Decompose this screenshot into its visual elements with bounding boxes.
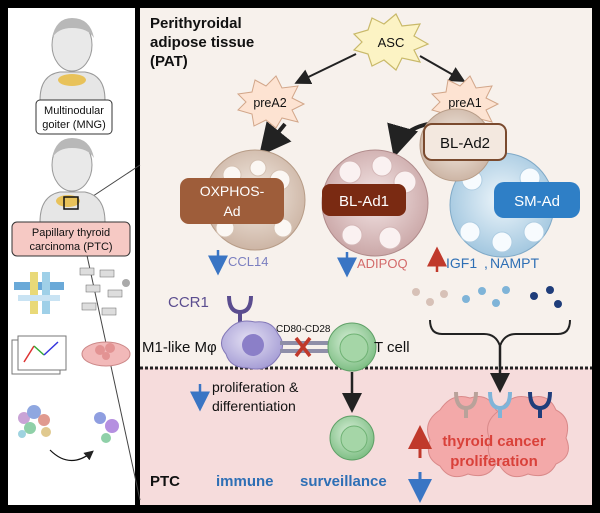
- oxphos-label-box: [180, 178, 284, 224]
- prolif-line-2: differentiation: [212, 398, 296, 414]
- ptc-label-line-1: Papillary thyroid: [32, 227, 110, 239]
- ccl14-label: CCL14: [228, 254, 268, 269]
- sequencing-icon: [14, 272, 64, 314]
- pat-title-line-2: adipose tissue: [150, 34, 254, 51]
- cd80-cd28-label: CD80-CD28: [276, 324, 331, 335]
- prea2-to-oxphos-arrow: [258, 121, 292, 157]
- t-cell-label: T cell: [374, 339, 410, 356]
- prea1-label: preA1: [448, 96, 481, 110]
- t-cell: [327, 322, 377, 372]
- surveillance-label: surveillance: [300, 473, 387, 490]
- bl-ad1-label: BL-Ad1: [339, 193, 389, 210]
- pat-title: Perithyroidal adipose tissue (PAT): [150, 15, 258, 70]
- oxphos-label-line-1: OXPHOS-: [200, 183, 265, 199]
- prea2-cell: [236, 75, 306, 129]
- blocked-x-icon: [294, 336, 312, 358]
- prea2-label: preA2: [253, 96, 286, 110]
- secreted-factors: [412, 286, 562, 308]
- mng-label-line-2: goiter (MNG): [42, 119, 106, 131]
- ptc-label-line-2: carcinoma (PTC): [29, 241, 112, 253]
- bl-ad2-label-box: [423, 123, 507, 161]
- asc-label: ASC: [378, 35, 405, 50]
- workflow-icon: [79, 267, 130, 316]
- ptc-label-box: [11, 221, 131, 257]
- organoid-dish-icon: [81, 341, 131, 367]
- t-cell-lower: [329, 415, 375, 461]
- igf1-label: IGF1: [446, 255, 477, 271]
- mng-label-box: [35, 99, 113, 135]
- cancer-label-line-1: thyroid cancer: [442, 433, 546, 450]
- oxphos-label-line-2: Ad: [223, 203, 240, 219]
- sm-ad-label: SM-Ad: [514, 193, 560, 210]
- sm-ad-label-box: [494, 182, 580, 218]
- mng-person-icon: [39, 18, 106, 101]
- asc-to-prea1-arrow: [419, 55, 466, 82]
- ptc-zoom-box: [63, 196, 79, 210]
- immune-label: immune: [216, 473, 274, 490]
- prolif-line-1: proliferation &: [212, 379, 299, 395]
- nampt-label: NAMPT: [490, 255, 539, 271]
- igf1-nampt-comma: ,: [484, 255, 488, 271]
- bl-ad1-label-box: [322, 184, 406, 216]
- ptc-person-icon: [39, 138, 106, 223]
- cancer-cells: [427, 391, 569, 478]
- mng-label-line-1: Multinodular: [44, 105, 104, 117]
- macrophage-cell: [221, 320, 283, 370]
- plots-icon: [11, 335, 67, 375]
- bl-ad2-label: BL-Ad2: [440, 135, 490, 152]
- pat-title-line-3: (PAT): [150, 53, 188, 70]
- cancer-label-line-2: proliferation: [450, 453, 538, 470]
- adipoq-label: ADIPOQ: [357, 256, 408, 271]
- asc-to-prea2-arrow: [294, 53, 357, 84]
- ccr1-label: CCR1: [168, 294, 209, 311]
- macrophage-label: M1-like Mφ: [142, 339, 217, 356]
- pat-title-line-1: Perithyroidal: [150, 15, 242, 32]
- ptc-region-label: PTC: [150, 473, 180, 490]
- umap-icon: [18, 405, 119, 462]
- asc-cell: [352, 13, 430, 71]
